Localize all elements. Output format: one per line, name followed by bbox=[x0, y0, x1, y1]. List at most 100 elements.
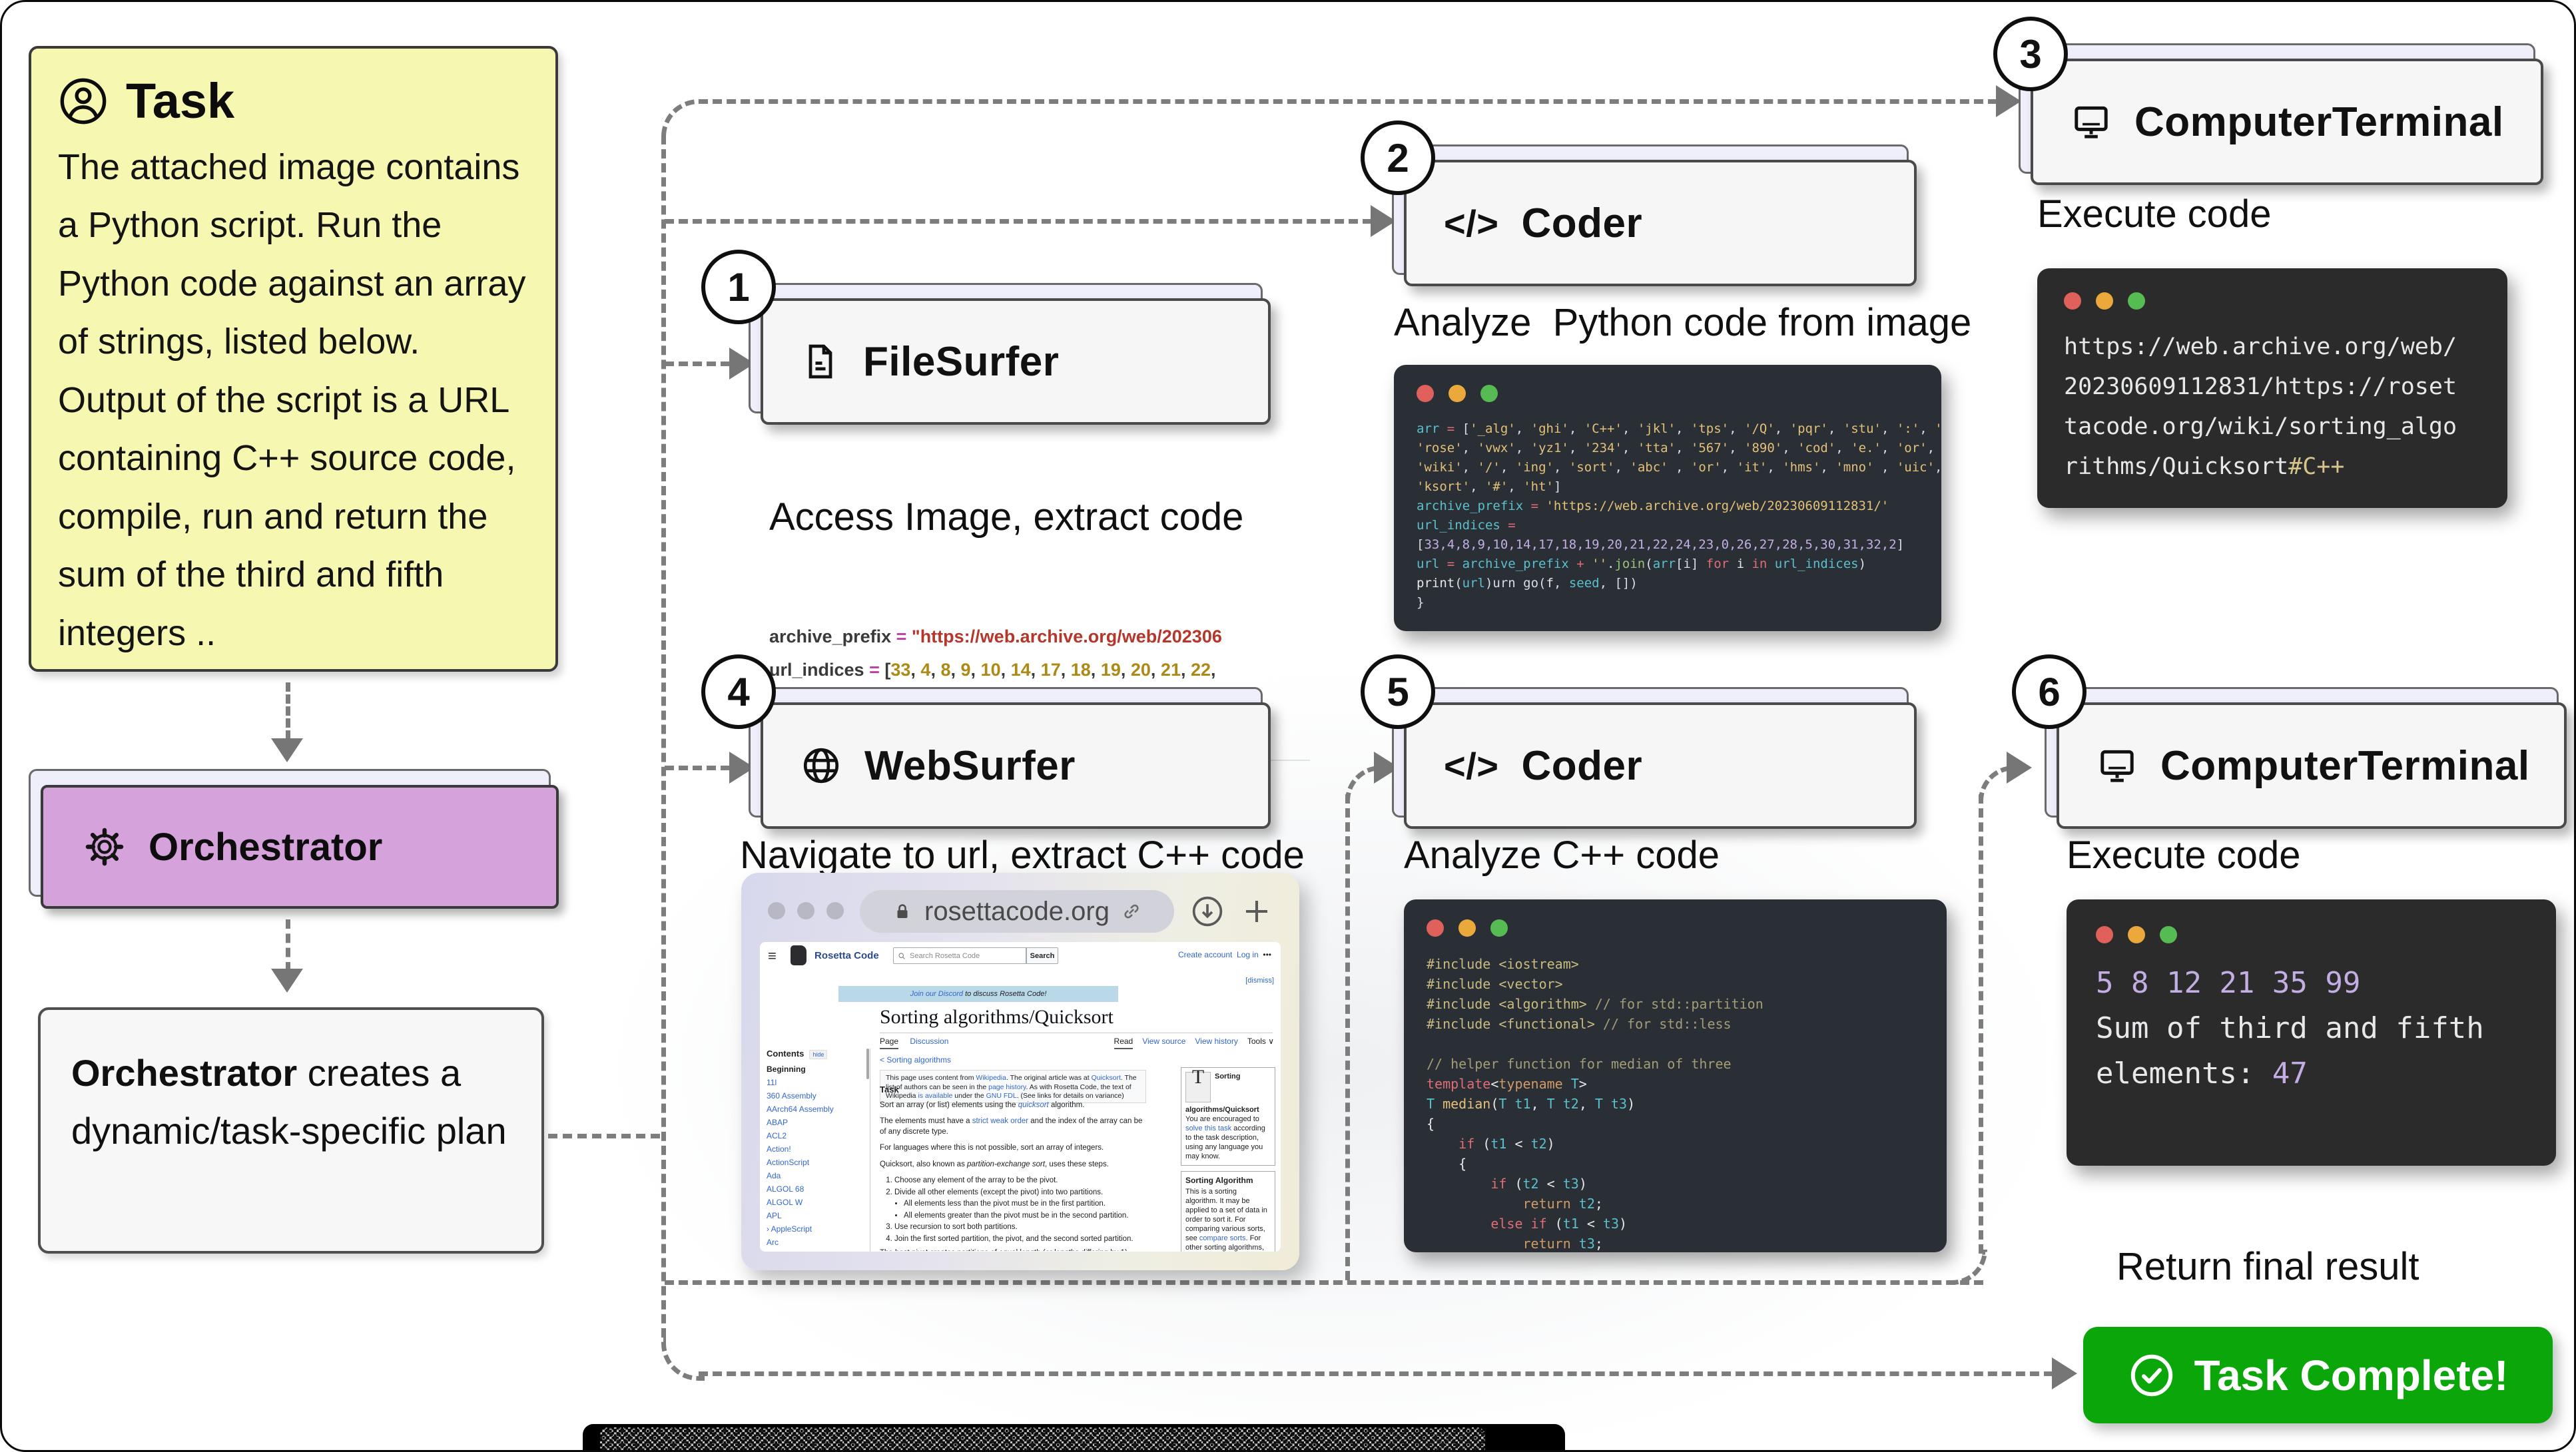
brand-name[interactable]: Rosetta Code bbox=[814, 950, 879, 961]
traffic-dot-2[interactable] bbox=[797, 902, 814, 919]
code-icon: </> bbox=[1444, 744, 1499, 787]
caption-filesurfer: Access Image, extract code bbox=[769, 495, 1244, 539]
task-section-heading: Task bbox=[880, 1085, 899, 1094]
branch-coder2 bbox=[665, 219, 1372, 224]
plan-box: Orchestrator creates a dynamic/task-spec… bbox=[38, 1007, 544, 1254]
discord-banner[interactable]: Join our Discord to discuss Rosetta Code… bbox=[838, 986, 1118, 1002]
tab-view-history[interactable]: View history bbox=[1195, 1037, 1238, 1046]
minimize-dot bbox=[1449, 385, 1466, 402]
traffic-dot-1[interactable] bbox=[768, 902, 785, 919]
sidebar-scrollbar[interactable] bbox=[866, 1049, 869, 1079]
branch-task-complete bbox=[699, 1371, 2053, 1376]
arrowhead-terminal3 bbox=[1996, 85, 2021, 117]
connector-task-orchestrator bbox=[286, 682, 290, 740]
wiki-paragraph: Quicksort, also known as partition-excha… bbox=[880, 1160, 1109, 1168]
wiki-paragraph: For languages where this is not possible… bbox=[880, 1144, 1104, 1152]
caption-coder5: Analyze C++ code bbox=[1404, 834, 1720, 877]
sidebar-item[interactable]: APL bbox=[767, 1211, 782, 1220]
tab-read[interactable]: Read bbox=[1114, 1037, 1133, 1049]
task-box: Task The attached image contains a Pytho… bbox=[29, 46, 558, 672]
branch-terminal3 bbox=[699, 99, 1997, 104]
sidebar-item[interactable]: ABAP bbox=[767, 1118, 789, 1127]
sidebar-item[interactable]: ALGOL 68 bbox=[767, 1184, 805, 1194]
terminal6-label: ComputerTerminal bbox=[2160, 742, 2530, 789]
trunk-line bbox=[661, 135, 666, 1337]
sidebar-item[interactable]: ACL2 bbox=[767, 1131, 787, 1140]
download-icon[interactable] bbox=[1190, 894, 1225, 929]
sidebar-item[interactable]: Ada bbox=[767, 1171, 781, 1180]
gear-icon bbox=[85, 828, 124, 866]
sidebar-item[interactable]: ARM Assembly bbox=[767, 1249, 870, 1252]
address-bar[interactable]: rosettacode.org bbox=[860, 890, 1174, 933]
agent-card-terminal6: ComputerTerminal bbox=[2057, 702, 2567, 829]
sidebar-item[interactable]: Arc bbox=[767, 1238, 779, 1247]
tab-discussion[interactable]: Discussion bbox=[910, 1037, 949, 1046]
websurfer-label: WebSurfer bbox=[864, 742, 1076, 789]
arrowhead-down-2 bbox=[271, 969, 303, 993]
plus-icon[interactable] bbox=[1239, 894, 1274, 929]
search-input[interactable]: Search Rosetta Code bbox=[893, 947, 1026, 964]
sidebar-item[interactable]: ActionScript bbox=[767, 1158, 810, 1167]
search-button[interactable]: Search bbox=[1026, 947, 1058, 964]
zoom-dot bbox=[1490, 919, 1508, 937]
step-circle-1: 1 bbox=[701, 250, 776, 324]
sidebar-item[interactable]: ALGOL W bbox=[767, 1198, 803, 1207]
globe-icon bbox=[803, 748, 839, 784]
tab-page[interactable]: Page bbox=[880, 1037, 899, 1049]
close-dot bbox=[2096, 926, 2113, 943]
code-icon: </> bbox=[1444, 202, 1499, 244]
close-dot bbox=[1417, 385, 1434, 402]
agent-card-coder2: </> Coder bbox=[1404, 160, 1917, 286]
plan-bold: Orchestrator bbox=[71, 1052, 298, 1094]
caption-terminal3: Execute code bbox=[2037, 192, 2272, 236]
traffic-dot-3[interactable] bbox=[826, 902, 844, 919]
monitor-icon bbox=[2100, 750, 2134, 782]
hamburger-icon[interactable]: ≡ bbox=[768, 947, 777, 964]
connector-plan-trunk bbox=[548, 1134, 660, 1138]
caption-coder2: Analyze Python code from image bbox=[1394, 301, 1972, 344]
wiki-info-box: This page uses content from Wikipedia. T… bbox=[880, 1070, 1146, 1103]
return-final-result-caption: Return final result bbox=[2116, 1245, 2419, 1288]
noise-bar bbox=[583, 1424, 1565, 1450]
noise-texture bbox=[600, 1427, 1485, 1450]
step-circle-6: 6 bbox=[2012, 654, 2087, 729]
sidebar-item[interactable]: › AppleScript bbox=[767, 1224, 812, 1234]
sidebar-item[interactable]: 11l bbox=[767, 1078, 777, 1087]
tab-tools[interactable]: Tools ∨ bbox=[1247, 1037, 1274, 1046]
task-title: Task bbox=[126, 73, 235, 128]
coder2-label: Coder bbox=[1521, 200, 1643, 246]
sidebar-item[interactable]: AArch64 Assembly bbox=[767, 1104, 834, 1114]
step-circle-4: 4 bbox=[701, 654, 776, 729]
quicksort-steps: Choose any element of the array to be th… bbox=[894, 1176, 1143, 1244]
sidebar-item[interactable]: 360 Assembly bbox=[767, 1091, 816, 1100]
window-dots bbox=[1417, 385, 1919, 402]
orchestrator-label: Orchestrator bbox=[149, 825, 383, 869]
wiki-main: Task Sort an array (or list) elements us… bbox=[880, 1085, 1143, 1251]
monitor-icon bbox=[2075, 106, 2108, 138]
agent-card-terminal3: ComputerTerminal bbox=[2031, 59, 2543, 185]
terminal3-label: ComputerTerminal bbox=[2134, 99, 2504, 145]
minimize-dot bbox=[2096, 292, 2113, 310]
code-block-python: arr = ['_alg', 'ghi', 'C++', 'jkl', 'tps… bbox=[1417, 421, 1941, 610]
branch-websurfer bbox=[665, 766, 730, 770]
dismiss-link[interactable]: [dismiss] bbox=[1245, 977, 1274, 985]
task-complete-button[interactable]: Task Complete! bbox=[2083, 1327, 2553, 1423]
link-icon[interactable] bbox=[1122, 901, 1141, 921]
hide-badge[interactable]: hide bbox=[809, 1050, 828, 1059]
coder5-label: Coder bbox=[1521, 742, 1643, 789]
account-links[interactable]: Create account Log in ••• bbox=[1177, 950, 1271, 959]
zoom-dot bbox=[2160, 926, 2177, 943]
sidebar-item[interactable]: Action! bbox=[767, 1144, 791, 1154]
step-circle-3: 3 bbox=[1993, 17, 2068, 91]
branch-lower-bus bbox=[665, 1280, 1983, 1285]
python-code-window: arr = ['_alg', 'ghi', 'C++', 'jkl', 'tps… bbox=[1394, 365, 1941, 631]
person-icon bbox=[60, 78, 107, 124]
tab-view-source[interactable]: View source bbox=[1142, 1037, 1186, 1046]
breadcrumb[interactable]: < Sorting algorithms bbox=[880, 1055, 952, 1065]
minimize-dot bbox=[2128, 926, 2145, 943]
wiki-paragraph: The elements must have a strict weak ord… bbox=[880, 1117, 1143, 1136]
arrowhead-task-complete bbox=[2052, 1357, 2077, 1389]
